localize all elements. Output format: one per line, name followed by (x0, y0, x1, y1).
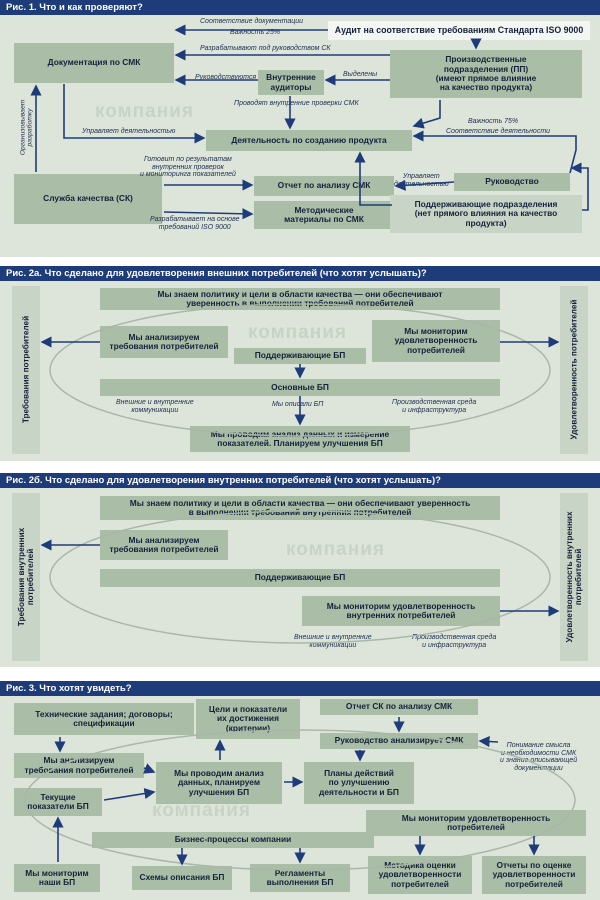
fig3-business-processes-box: Бизнес-процессы компании (92, 832, 374, 848)
fig2a-supporting-bp: Поддерживающие БП (234, 348, 366, 364)
note-conformance-activity: Соответствие деятельности (446, 128, 551, 135)
fig2b-watermark: компания (286, 539, 385, 560)
note-developed-iso: Разрабатывает на основе требований ISO 9… (150, 216, 240, 231)
note-developed-under-sk: Разрабатывают под руководством СК (200, 45, 331, 52)
fig2a-title: Рис. 2а. Что сделано для удовлетворения … (0, 266, 600, 281)
arrow-mgmt-to-activity (412, 130, 577, 174)
fig2a-main-bp: Основные БП (100, 379, 500, 396)
fig2a-data-analysis-box: Мы проводим анализ данных и измерение по… (190, 426, 410, 452)
fig2b-note-communications: Внешние и внутренние коммуникации (294, 634, 372, 649)
arrow-docs-to-activity (63, 84, 206, 144)
smk-report-box: Отчет по анализу СМК (254, 176, 394, 196)
note-importance-75: Важность 75% (468, 118, 519, 125)
fig3-company-ellipse (24, 729, 576, 871)
fig2a-satisfaction-column (560, 286, 588, 454)
note-guided: Руководствуются (195, 74, 257, 81)
fig2b-requirements-column (12, 493, 40, 661)
fig2a-note-communications: Внешние и внутренние коммуникации (116, 399, 194, 414)
arrow-pp-to-activity (412, 100, 441, 129)
fig3-regulations-box: Регламенты выполнения БП (250, 864, 350, 892)
note-conducts-checks: Проводят внутренние проверки СМК (234, 100, 359, 107)
fig3-arrow-note-to-mgmt (478, 735, 499, 748)
fig2b-company-ellipse (49, 510, 551, 644)
product-activity-box: Деятельность по созданию продукта (206, 130, 412, 151)
fig3-monitor-satisfaction-box: Мы мониторим удовлетворенность потребите… (366, 810, 586, 836)
fig1-watermark: компания (95, 101, 194, 122)
fig2a-analyze-box: Мы анализируем требования потребителей (100, 326, 228, 358)
production-units-box: Производственные подразделения (ПП) (име… (390, 50, 582, 98)
fig3-reports-box: Отчеты по оценке удовлетворенности потре… (482, 856, 586, 894)
audit-box: Аудит на соответствие требованиям Станда… (328, 21, 590, 40)
fig3-data-analysis-box: Мы проводим анализ данных, планируем улу… (156, 762, 282, 804)
fig2b-satisfaction-column (560, 493, 588, 661)
fig2a-watermark: компания (248, 322, 347, 343)
note-assigned: Выделены (343, 71, 378, 78)
fig3-goals-box: Цели и показатели их достижения (критери… (196, 699, 300, 739)
fig2a-note-environment: Производственная среда и инфраструктура (392, 399, 477, 414)
fig3-arrow-current-to-data (103, 787, 156, 801)
quality-service-box: Служба качества (СК) (14, 174, 162, 224)
support-units-box: Поддерживающие подразделения (нет прямог… (390, 195, 582, 233)
smk-documentation-box: Документация по СМК (14, 43, 174, 83)
note-manages-activity: Управляет деятельностью (82, 128, 176, 135)
management-box: Руководство (454, 173, 570, 191)
fig3-monitor-bp-box: Мы мониторим наши БП (14, 864, 100, 892)
fig2a-requirements-column (12, 286, 40, 454)
arrow-mgmt-to-report (394, 179, 455, 191)
fig2b-monitor-box: Мы мониторим удовлетворенность внутренни… (302, 596, 500, 626)
fig2b-title: Рис. 2б. Что сделано для удовлетворения … (0, 473, 600, 488)
fig2b-analyze-box: Мы анализируем требования потребителей (100, 530, 228, 560)
note-prepared-by: Готовит по результатам внутренних провер… (140, 156, 236, 179)
fig2a-monitor-box: Мы мониторим удовлетворенность потребите… (372, 320, 500, 362)
fig3-bp-schemes-box: Схемы описания БП (132, 866, 232, 890)
arrow-sk-to-methodical (163, 208, 254, 220)
arrow-support-to-mgmt (570, 162, 589, 211)
fig3-title: Рис. 3. Что хотят увидеть? (0, 681, 600, 696)
arrow-support-to-activity (354, 151, 392, 206)
fig3-mgmt-analyzes-box: Руководство анализирует СМК (320, 733, 478, 749)
fig2a-company-ellipse (49, 303, 551, 437)
fig2a-policy-box: Мы знаем политику и цели в области качес… (100, 288, 500, 310)
fig3-analyze-box: Мы анализируем требования потребителей (14, 753, 144, 778)
fig3-action-plans-box: Планы действий по улучшению деятельности… (304, 762, 414, 804)
fig1-title: Рис. 1. Что и как проверяют? (0, 0, 600, 15)
internal-auditors-box: Внутренние аудиторы (258, 70, 324, 95)
note-importance-25: Важность 25% (230, 29, 281, 36)
fig2b-supporting-bp: Поддерживающие БП (100, 569, 500, 587)
fig3-tech-specs-box: Технические задания; договоры; специфика… (14, 703, 194, 735)
fig2a-note-described: Мы описали БП (272, 401, 324, 408)
fig3-watermark: компания (152, 800, 251, 821)
fig3-arrow-analyze-to-data (143, 763, 156, 774)
fig3-sk-report-box: Отчет СК по анализу СМК (320, 699, 478, 715)
note-conformance-docs: Соответствие документации (200, 18, 304, 25)
fig2b-note-environment: Производственная среда и инфраструктура (412, 634, 497, 649)
